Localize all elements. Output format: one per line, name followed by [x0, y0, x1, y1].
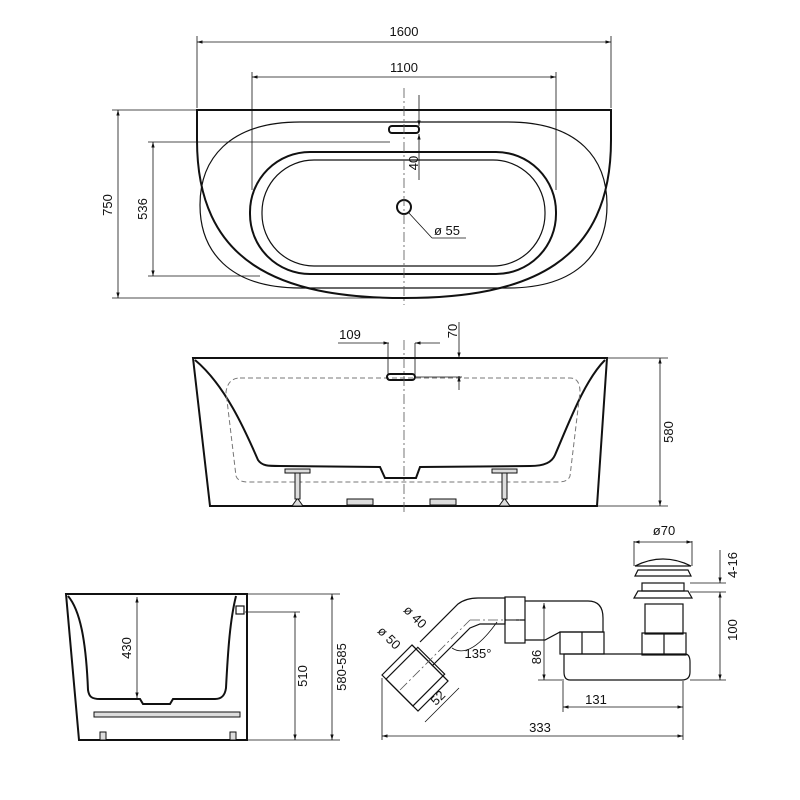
dim-overflow-offset: 40 [406, 156, 421, 170]
bowl-outer [249, 151, 557, 275]
dim-total-length: 333 [529, 720, 551, 735]
bowl-inner [261, 159, 546, 267]
side-outline [191, 357, 609, 507]
dim-angle: 135° [465, 646, 492, 661]
dim-rim-height: 510 [295, 665, 310, 687]
dim-bowl-width: 536 [135, 198, 150, 220]
end-view: 430 510 580-585 [64, 593, 349, 741]
dim-trap-length: 131 [585, 692, 607, 707]
dim-depth: 750 [100, 194, 115, 216]
top-view: 1600 1100 750 536 40 ø 55 [100, 24, 612, 305]
trap-body [563, 653, 691, 681]
side-view: 109 70 580 [191, 322, 676, 515]
drain-flange [632, 590, 694, 599]
feet [284, 468, 518, 507]
plug-cap [634, 558, 692, 567]
dim-trap-height: 86 [529, 650, 544, 664]
dim-height: 580 [661, 421, 676, 443]
dim-overflow-depth: 70 [445, 324, 460, 338]
dim-width: 1600 [390, 24, 419, 39]
dim-inner-depth: 430 [119, 637, 134, 659]
dim-total-height: 580-585 [334, 643, 349, 691]
dim-drain-diameter: ø 55 [434, 223, 460, 238]
end-outline [64, 593, 248, 741]
dim-outlet-diameter: ø 50 [375, 623, 404, 652]
dim-drain-height: 100 [725, 619, 740, 641]
dim-overflow-width: 109 [339, 327, 361, 342]
dim-pipe-diameter: ø 40 [401, 602, 430, 631]
dim-bowl-length: 1100 [390, 60, 418, 75]
rim-outline [199, 121, 608, 289]
siphon-view: ø 40 ø 50 135° 52 86 131 333 ø70 4-16 10… [375, 523, 740, 740]
angled-pipe [419, 597, 506, 667]
dim-plug-diameter: ø70 [653, 523, 675, 538]
dim-outlet-length: 52 [427, 687, 448, 708]
tub-outline [196, 109, 612, 300]
dim-plug-lift: 4-16 [725, 552, 740, 578]
hidden-basin [225, 377, 581, 483]
